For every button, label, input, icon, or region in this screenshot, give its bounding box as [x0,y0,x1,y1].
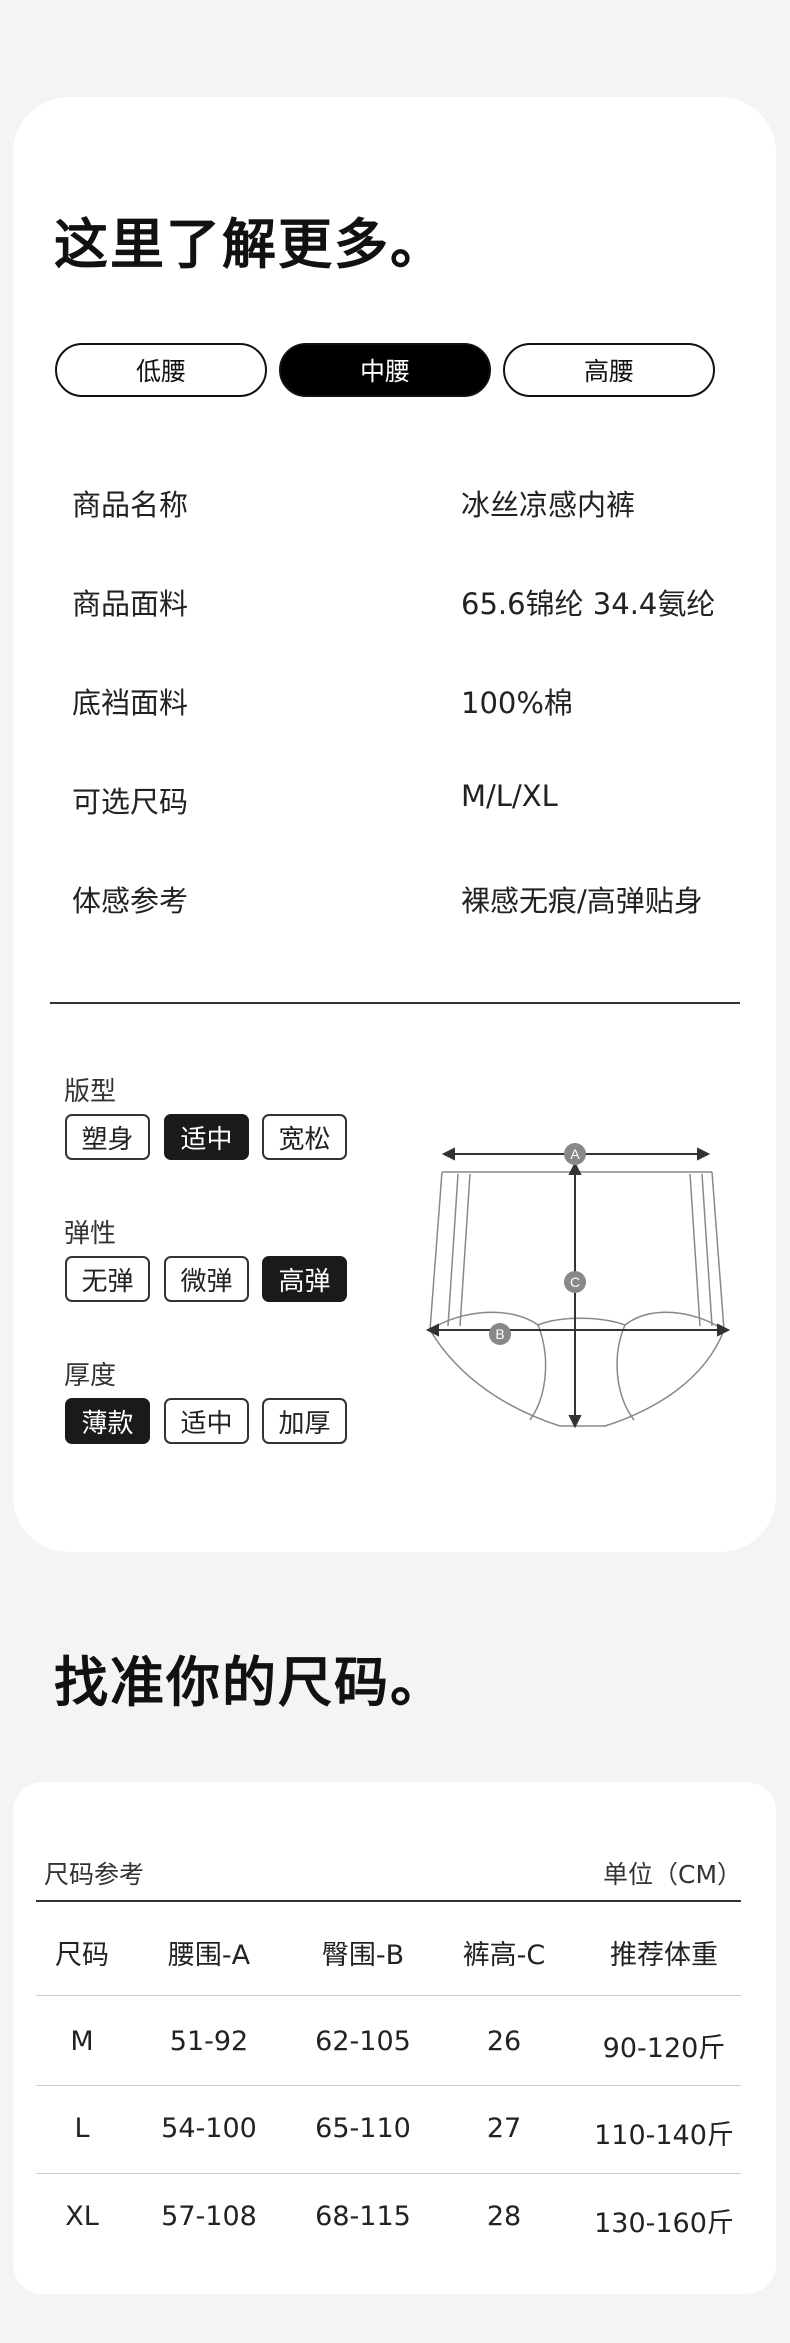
row-divider [36,1995,741,1996]
waist-tabs: 低腰 中腰 高腰 [55,343,715,397]
chip-thick-medium: 适中 [164,1398,249,1444]
attr-title-fit: 版型 [64,1077,117,1107]
chip-elastic-high: 高弹 [262,1256,347,1302]
label-a-marker: A [564,1143,586,1165]
spec-key: 可选尺码 [72,785,189,819]
table-cell: 27 [486,2113,522,2144]
spec-row: 可选尺码 M/L/XL [72,779,752,819]
table-cell: 110-140斤 [594,2120,734,2151]
spec-key: 商品面料 [72,587,189,621]
table-cell: 65-110 [315,2113,411,2144]
row-divider [36,2085,741,2086]
column-header: 尺码 [55,1940,109,1971]
table-cell: XL [65,2201,99,2232]
spec-key: 体感参考 [72,884,189,918]
spec-key: 底裆面料 [72,686,189,720]
table-cell: 62-105 [315,2026,411,2057]
chip-elastic-slight: 微弹 [164,1256,249,1302]
spec-value: 100%棉 [461,686,573,720]
column-header: 臀围-B [321,1940,405,1971]
table-cell: 54-100 [161,2113,257,2144]
tab-high-waist[interactable]: 高腰 [503,343,715,397]
chip-fit-shaping: 塑身 [65,1114,150,1160]
table-top-border [36,1900,741,1902]
label-c-marker: C [564,1271,586,1293]
tab-mid-waist[interactable]: 中腰 [279,343,491,397]
chip-thick-thin: 薄款 [65,1398,150,1444]
section-title-find-size: 找准你的尺码。 [54,1651,446,1714]
table-cell: 51-92 [169,2026,249,2057]
spec-row: 底裆面料 100%棉 [72,680,752,720]
spec-row: 体感参考 裸感无痕/高弹贴身 [72,878,752,918]
column-header: 推荐体重 [610,1940,718,1971]
label-b-marker: B [489,1323,511,1345]
spec-row: 商品面料 65.6锦纶 34.4氨纶 [72,581,752,621]
table-cell: M [70,2026,94,2057]
spec-value: 65.6锦纶 34.4氨纶 [461,587,716,621]
column-header: 裤高-C [462,1940,546,1971]
spec-value: M/L/XL [461,779,558,813]
chip-fit-loose: 宽松 [262,1114,347,1160]
tab-low-waist[interactable]: 低腰 [55,343,267,397]
attr-title-elasticity: 弹性 [64,1219,117,1249]
section-title-learn-more: 这里了解更多。 [54,213,446,276]
table-cell: 130-160斤 [594,2208,734,2239]
svg-text:A: A [570,1146,580,1162]
spec-row: 商品名称 冰丝凉感内裤 [72,482,752,522]
table-cell: 68-115 [315,2201,411,2232]
table-cell: 90-120斤 [602,2033,726,2064]
chip-fit-regular: 适中 [164,1114,249,1160]
product-info-card [13,97,776,1552]
divider [50,1002,740,1004]
chip-elastic-none: 无弹 [65,1256,150,1302]
table-cell: 26 [486,2026,522,2057]
table-cell: L [74,2113,90,2144]
table-cell: 57-108 [161,2201,257,2232]
spec-value: 裸感无痕/高弹贴身 [461,884,703,918]
spec-value: 冰丝凉感内裤 [461,488,636,522]
spec-key: 商品名称 [72,488,189,522]
svg-text:C: C [570,1274,580,1290]
table-unit: 单位（CM） [603,1860,743,1889]
size-table-card [13,1782,776,2294]
attr-title-thickness: 厚度 [64,1361,117,1391]
chip-thick-thick: 加厚 [262,1398,347,1444]
row-divider [36,2173,741,2174]
column-header: 腰围-A [167,1940,251,1971]
table-cell: 28 [486,2201,522,2232]
underwear-measurement-diagram: A C B [425,1143,731,1429]
table-caption: 尺码参考 [44,1860,145,1889]
svg-text:B: B [495,1326,504,1342]
